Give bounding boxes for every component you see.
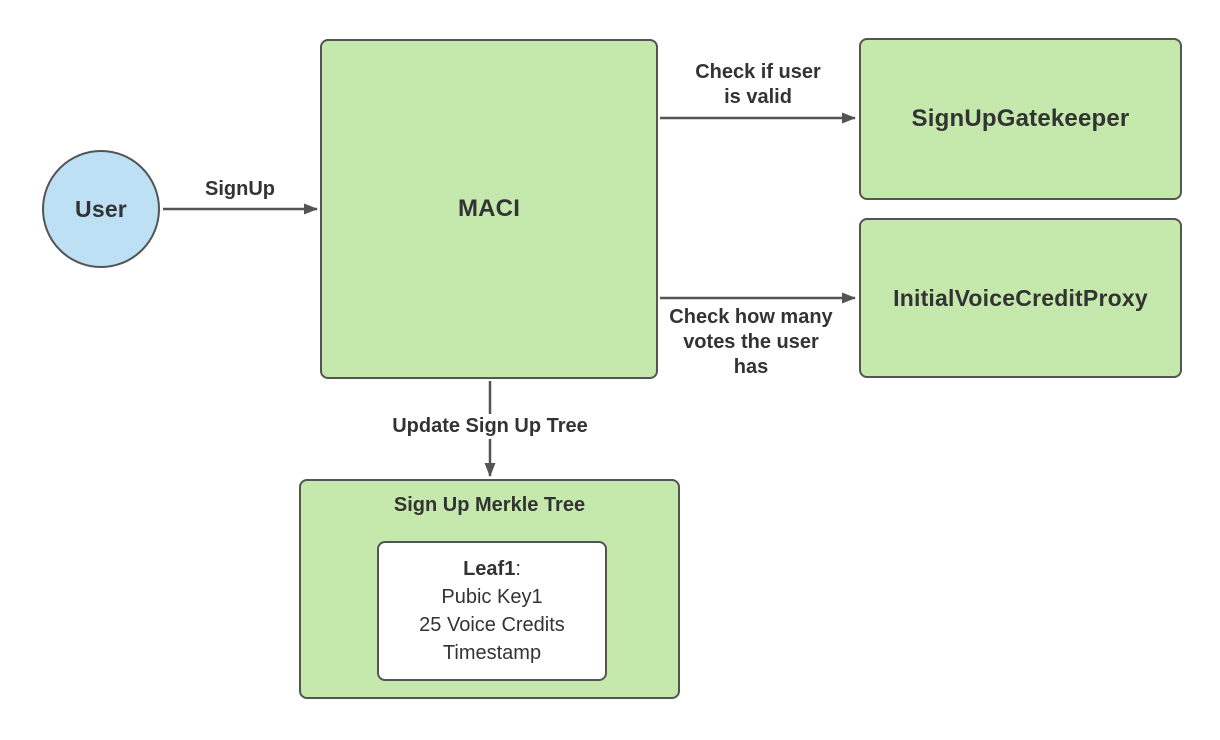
- node-signup-merkle-tree-title: Sign Up Merkle Tree: [393, 494, 586, 516]
- edge-label-update-tree: Update Sign Up Tree: [378, 414, 602, 439]
- leaf-line-timestamp: Timestamp: [442, 642, 542, 664]
- leaf-name-suffix: :: [515, 558, 521, 580]
- node-user: User: [42, 150, 160, 268]
- node-maci-label: MACI: [457, 195, 521, 222]
- node-signup-merkle-tree: Sign Up Merkle Tree Leaf1: Pubic Key1 25…: [299, 479, 680, 699]
- leaf-line-public-key: Pubic Key1: [441, 586, 543, 608]
- leaf-name: Leaf1: [463, 558, 516, 580]
- node-initial-voice-credit-proxy: InitialVoiceCreditProxy: [859, 218, 1182, 378]
- node-signup-gatekeeper: SignUpGatekeeper: [859, 38, 1182, 200]
- leaf-title: Leaf1:: [463, 555, 521, 583]
- node-leaf: Leaf1: Pubic Key1 25 Voice Credits Times…: [377, 541, 607, 681]
- edge-label-check-valid: Check if user is valid: [672, 60, 844, 110]
- edge-label-check-votes: Check how many votes the user has: [662, 305, 840, 380]
- node-user-label: User: [75, 195, 127, 222]
- node-maci: MACI: [320, 39, 658, 379]
- node-signup-gatekeeper-label: SignUpGatekeeper: [911, 105, 1130, 132]
- edge-label-signup: SignUp: [165, 177, 315, 202]
- leaf-line-voice-credits: 25 Voice Credits: [419, 614, 565, 636]
- node-initial-voice-credit-proxy-label: InitialVoiceCreditProxy: [893, 284, 1148, 311]
